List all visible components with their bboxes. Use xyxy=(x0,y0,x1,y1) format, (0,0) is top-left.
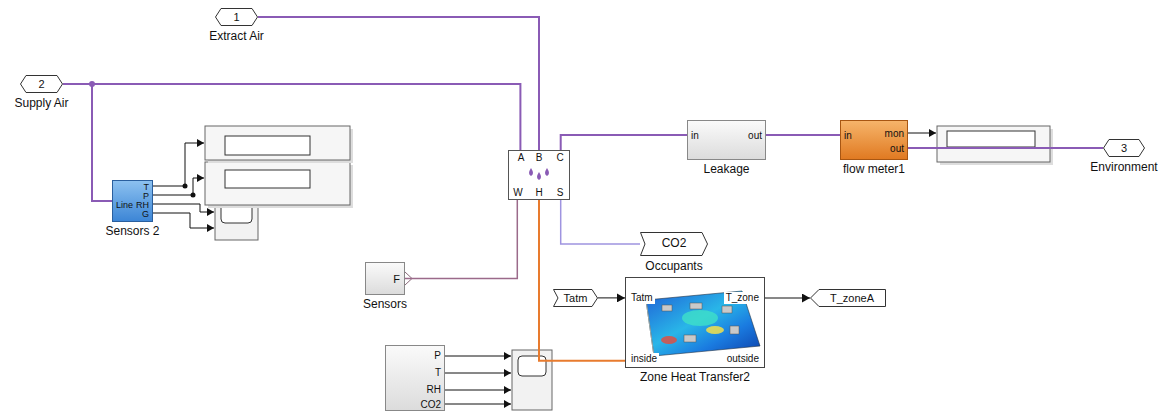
from-block: Tatm xyxy=(553,289,598,307)
physical-connection xyxy=(63,84,520,150)
leakage-block: inoutLeakage xyxy=(687,120,766,160)
port-number: 3 xyxy=(1121,142,1127,155)
port-label: out xyxy=(890,143,904,155)
tag-name: T_zoneA xyxy=(830,292,874,305)
port-label: T_zone xyxy=(724,292,761,304)
flow-meter-block: inmonoutflow meter1 xyxy=(840,120,908,160)
port-label: T xyxy=(435,367,441,379)
port-label: out xyxy=(748,130,762,142)
port-name: Extract Air xyxy=(209,30,264,44)
port-label: G xyxy=(142,209,149,219)
block-name: Leakage xyxy=(703,163,749,177)
port-name: Supply Air xyxy=(14,97,68,111)
port-label: Line xyxy=(116,200,133,210)
port-label: in xyxy=(844,130,852,142)
goto-block: T_zoneA xyxy=(810,289,886,307)
port-label: P xyxy=(143,191,149,201)
sensor-block: LineTPRHGSensors 2 xyxy=(112,180,153,222)
port-label: C xyxy=(556,152,563,164)
port-label: in xyxy=(691,130,699,142)
zone-illustration xyxy=(646,291,760,356)
physical-connection xyxy=(539,200,625,361)
scope-block xyxy=(512,350,552,410)
port-label: W xyxy=(513,187,522,199)
source-block: PT RH CO2 xyxy=(385,345,445,411)
branch-dot xyxy=(183,184,188,189)
physical-connection xyxy=(561,135,687,150)
port-label: A xyxy=(518,152,525,164)
port-label: P xyxy=(434,350,441,362)
tag-name: Tatm xyxy=(564,292,588,305)
block-name: Occupants xyxy=(645,260,702,274)
zone-block: TatmT_zoneinsideoutsideZone Heat Transfe… xyxy=(625,277,765,368)
physical-connection xyxy=(766,134,840,136)
port-label: B xyxy=(536,152,543,164)
signal-wire xyxy=(908,133,936,134)
port-label: S xyxy=(557,187,564,199)
signal-line xyxy=(598,297,625,298)
display-block xyxy=(205,162,353,208)
signal-wire xyxy=(153,143,214,228)
port-label: T xyxy=(144,182,150,192)
moisture-symbol xyxy=(529,168,549,180)
port-label: F xyxy=(393,273,400,286)
signal-line xyxy=(765,297,810,298)
physical-connection xyxy=(63,84,112,201)
port-label: RH xyxy=(427,384,441,396)
tag-name: CO2 xyxy=(662,237,687,251)
display-block xyxy=(937,126,1053,165)
physical-connection xyxy=(561,200,640,244)
inport: 1Extract Air xyxy=(215,8,258,26)
from-block: CO2Occupants xyxy=(640,232,708,256)
chamber-block: AB C W H S xyxy=(508,150,570,200)
port-number: 1 xyxy=(233,11,239,24)
port-label: mon xyxy=(885,128,904,140)
outport: 3Environment xyxy=(1103,139,1145,157)
port-label: H xyxy=(535,187,542,199)
inport: 2Supply Air xyxy=(20,75,63,93)
signal-wire xyxy=(445,356,511,404)
port-number: 2 xyxy=(38,78,44,91)
display-block xyxy=(205,126,353,163)
branch-dot xyxy=(191,193,196,198)
port-label: RH xyxy=(136,200,149,210)
block-name: flow meter1 xyxy=(843,163,905,177)
physical-connection xyxy=(908,147,1103,149)
physical-connection xyxy=(405,200,517,279)
port-label: CO2 xyxy=(420,399,441,411)
port-label: outside xyxy=(725,353,761,365)
port-label: inside xyxy=(629,353,659,365)
port-name: Environment xyxy=(1090,161,1157,175)
block-name: Sensors 2 xyxy=(103,225,163,239)
block-name: Zone Heat Transfer2 xyxy=(640,371,750,385)
sensor-block: FSensors xyxy=(365,262,405,295)
port-label: Tatm xyxy=(629,292,655,304)
block-name: Sensors xyxy=(363,298,407,312)
